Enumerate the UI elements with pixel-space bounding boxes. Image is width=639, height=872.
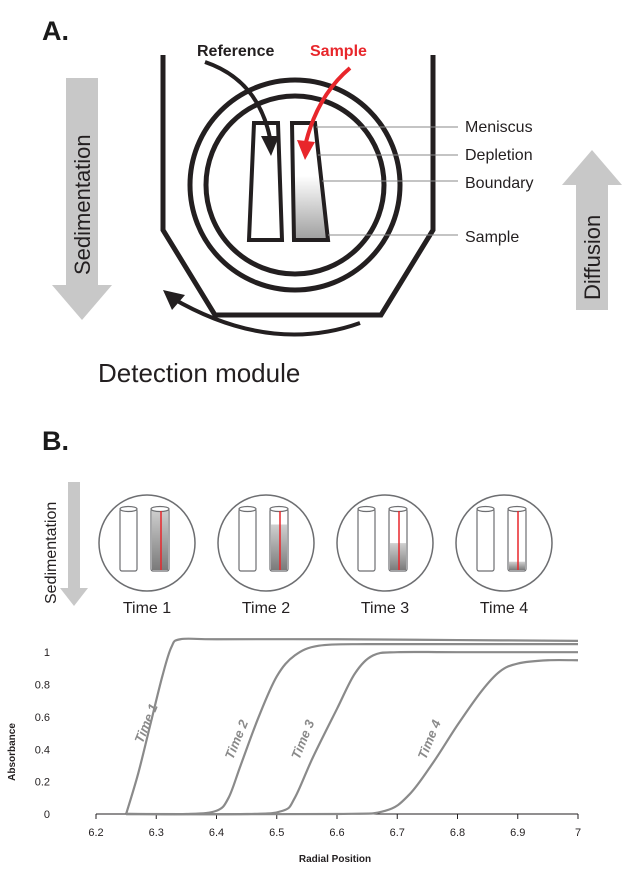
reference-arrow — [204, 60, 272, 139]
rotor-inner-ring — [203, 93, 387, 277]
series-label-2: Time 2 — [222, 717, 252, 761]
x-tick-label: 7 — [575, 827, 581, 839]
series-line-2 — [126, 642, 578, 816]
time-cell-circle — [336, 494, 434, 592]
reference-tube-top — [357, 505, 376, 513]
series-line-3 — [126, 650, 578, 816]
y-axis-title: Absorbance — [7, 723, 18, 781]
x-ticks: 6.2 6.3 6.4 6.5 6.6 6.7 6.8 6.9 7 — [88, 814, 581, 839]
y-tick-label: 0.6 — [35, 712, 50, 724]
sample-solution — [271, 524, 287, 570]
x-tick-label: 6.9 — [510, 827, 525, 839]
reference-tube — [357, 508, 376, 572]
reference-tube — [238, 508, 257, 572]
y-tick-label: 0.8 — [35, 680, 50, 692]
reference-tube-top — [119, 505, 138, 513]
boundary-label: Boundary — [465, 175, 534, 192]
y-tick-label: 0 — [44, 809, 50, 821]
panel-b-label: B. — [42, 426, 69, 456]
time-cell-circle — [217, 494, 315, 592]
sample-solution — [390, 543, 406, 570]
sample-arrowhead — [297, 140, 315, 160]
reference-arrowhead — [261, 136, 279, 156]
reference-tube — [476, 508, 495, 572]
reference-tube-top — [476, 505, 495, 513]
reference-tube — [119, 508, 138, 572]
time-cell-1: Time 1 — [98, 494, 196, 617]
x-tick-label: 6.7 — [390, 827, 405, 839]
series-line-4 — [126, 658, 579, 816]
time-label: Time 4 — [480, 600, 528, 617]
sample-solution — [152, 509, 168, 570]
sample-solution — [509, 561, 525, 570]
meniscus-label: Meniscus — [465, 119, 533, 136]
sample-sector — [289, 121, 331, 242]
y-ticks: 0 0.2 0.4 0.6 0.8 1 — [35, 647, 50, 821]
sample-arrow — [304, 66, 352, 143]
time-cell-circle — [455, 494, 553, 592]
sample-label: Sample — [310, 43, 367, 60]
y-tick-label: 0.2 — [35, 777, 50, 789]
detection-arrow — [170, 296, 361, 337]
detection-label: Detection module — [98, 358, 300, 388]
y-tick-label: 0.4 — [35, 744, 50, 756]
rotor-housing — [160, 55, 436, 318]
time-label: Time 2 — [242, 600, 290, 617]
sample-tube-top — [269, 505, 289, 513]
x-tick-label: 6.8 — [450, 827, 465, 839]
sedimentation-label-b: Sedimentation — [43, 502, 60, 604]
x-tick-label: 6.3 — [149, 827, 164, 839]
rotor-outer-ring — [187, 77, 403, 293]
y-tick-label: 1 — [44, 647, 50, 659]
x-tick-label: 6.6 — [329, 827, 344, 839]
panel-a-label: A. — [42, 16, 69, 46]
time-cells: Time 1 Time 2 Time 3 Time 4 — [98, 494, 553, 617]
time-label: Time 3 — [361, 600, 409, 617]
time-cell-3: Time 3 — [336, 494, 434, 617]
time-cell-4: Time 4 — [455, 494, 553, 617]
reference-sector — [246, 121, 285, 242]
sample-region-label: Sample — [465, 229, 519, 246]
sedimentation-arrow-b — [60, 482, 88, 606]
sample-tube-top — [388, 505, 408, 513]
detection-arrowhead — [163, 290, 185, 310]
x-axis-title: Radial Position — [299, 854, 371, 865]
time-cell-circle — [98, 494, 196, 592]
x-tick-label: 6.5 — [269, 827, 284, 839]
absorbance-chart: 6.2 6.3 6.4 6.5 6.6 6.7 6.8 6.9 7 0 0.2 0.4 0.6 0.8 1… — [7, 637, 581, 865]
sample-tube-top — [507, 505, 527, 513]
diffusion-arrow — [562, 150, 622, 310]
x-tick-label: 6.4 — [209, 827, 224, 839]
series-line-1 — [125, 637, 579, 815]
time-label: Time 1 — [123, 600, 171, 617]
diffusion-label: Diffusion — [580, 215, 605, 300]
reference-label: Reference — [197, 43, 274, 60]
sedimentation-label-a: Sedimentation — [70, 134, 95, 275]
time-cell-2: Time 2 — [217, 494, 315, 617]
sedimentation-arrow — [52, 78, 112, 320]
sample-tube-top — [150, 505, 170, 513]
depletion-label: Depletion — [465, 147, 533, 164]
series-label-1: Time 1 — [131, 702, 160, 746]
x-tick-label: 6.2 — [88, 827, 103, 839]
reference-tube-top — [238, 505, 257, 513]
